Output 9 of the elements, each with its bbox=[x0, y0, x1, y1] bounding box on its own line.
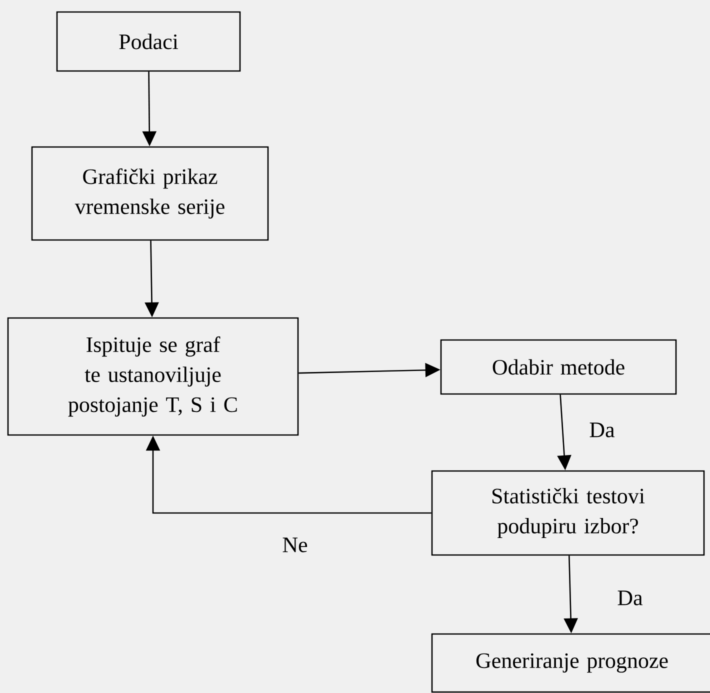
edge-label: Da bbox=[616, 590, 644, 606]
edge-label: Da bbox=[588, 422, 616, 438]
process-box: Generiranje prognoze bbox=[431, 633, 710, 693]
process-box: Podaci bbox=[56, 11, 241, 72]
process-box: Odabir metode bbox=[440, 339, 677, 395]
process-box: Statistički testovi podupiru izbor? bbox=[431, 470, 705, 556]
edge-label: Ne bbox=[281, 536, 309, 554]
process-box: Grafički prikaz vremenske serije bbox=[31, 146, 269, 241]
process-box: Ispituje se graf te ustanoviljuje postojanje T, S i C bbox=[7, 317, 299, 436]
